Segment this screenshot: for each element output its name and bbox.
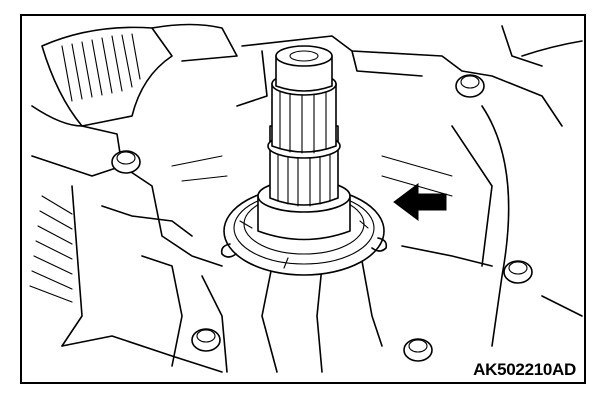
gear-housing-outline [31,23,238,177]
input-shaft [257,45,351,241]
gear-teeth-top [61,33,141,102]
figure-code-label: AK502210AD [471,360,578,380]
pointer-arrow [393,183,447,221]
bolt [191,328,221,352]
bolt [111,150,141,174]
diagram-frame: AK502210AD [20,14,586,384]
bolt [455,74,485,98]
transmission-case-drawing [29,23,583,373]
bolt [403,338,433,362]
gear-teeth-left [29,185,83,347]
bolt [503,260,533,284]
bolts [111,74,533,362]
case-body-outline [61,25,583,373]
